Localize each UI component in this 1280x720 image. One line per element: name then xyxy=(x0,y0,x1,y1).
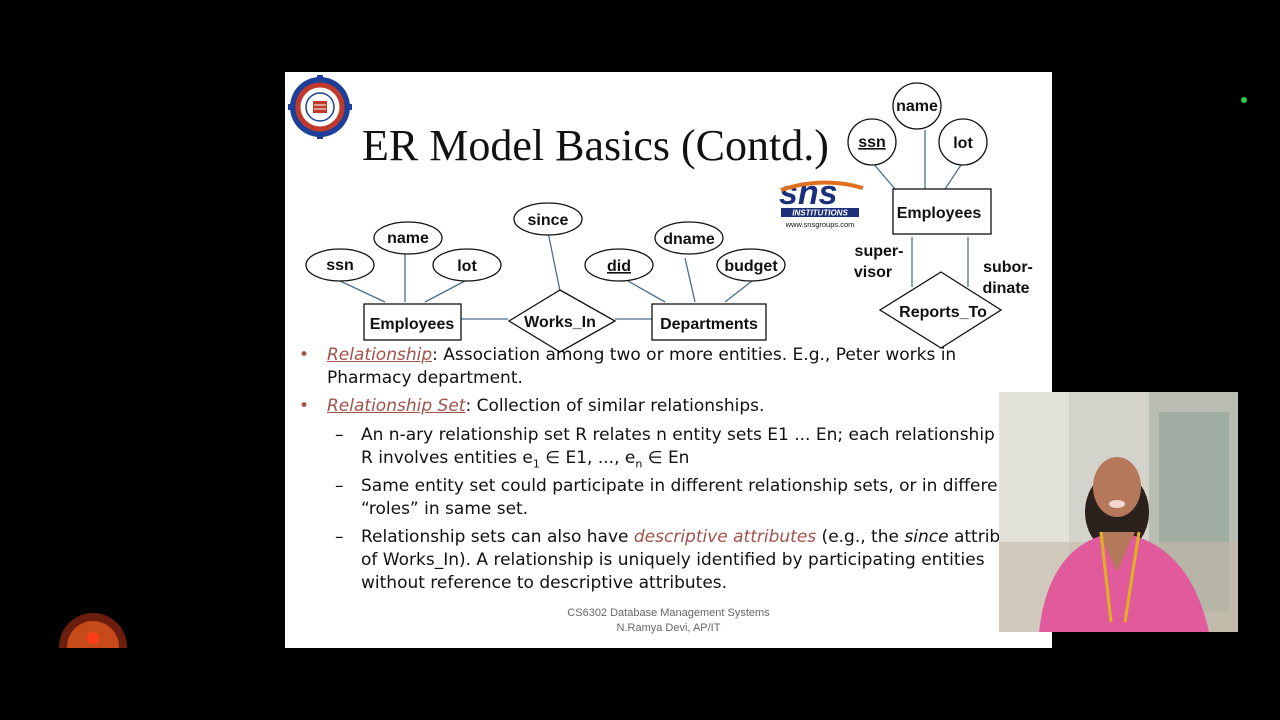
attr2-ssn-label: ssn xyxy=(858,134,886,151)
role-supervisor-line1: super- xyxy=(855,243,904,260)
attr-did-label: did xyxy=(607,258,631,275)
sns-institutions-logo: sns INSTITUTIONS www.snsgroups.com xyxy=(779,174,864,229)
record-button-icon[interactable] xyxy=(58,612,128,648)
role-supervisor-line2: visor xyxy=(854,264,892,281)
presenter-webcam xyxy=(999,392,1238,632)
sub-bullet-descriptive-line3: without reference to descriptive attribu… xyxy=(361,573,728,593)
presentation-slide: ER Model Basics (Contd.) sns INSTITUTION… xyxy=(285,72,1052,648)
role-subordinate-line2: dinate xyxy=(982,280,1029,297)
relationship-works-in-label: Works_In xyxy=(524,314,596,331)
attr-lot-label: lot xyxy=(457,258,477,275)
footer-author: N.Ramya Devi, AP/IT xyxy=(616,622,721,634)
sns-logo-url: www.snsgroups.com xyxy=(785,220,855,229)
term-relationship-set: Relationship Set xyxy=(327,396,466,416)
sub-bullet-descriptive-line2: of Works_In). A relationship is uniquely… xyxy=(361,550,985,570)
attr-name-label: name xyxy=(387,230,429,247)
status-indicator-dot xyxy=(1241,97,1247,103)
slide-footer: CS6302 Database Management Systems N.Ram… xyxy=(285,606,1052,636)
term-descriptive-attributes: descriptive attributes xyxy=(633,527,817,547)
bullet-relationship: • Relationship: Association among two or… xyxy=(299,345,957,365)
attr-ssn-label: ssn xyxy=(326,257,354,274)
presenter-video-frame xyxy=(999,392,1238,632)
attr-since-label: since xyxy=(528,212,569,229)
bullet-relationship-set-text: : Collection of similar relationships. xyxy=(465,396,765,416)
sub-bullet-nary-line1: An n-ary relationship set R relates n en… xyxy=(361,425,1016,445)
entity2-employees-label: Employees xyxy=(897,205,982,222)
sub-bullet-nary-line2: R involves entities e1 ∈ E1, ..., en ∈ E… xyxy=(361,448,690,471)
sub-bullet-descriptive: – Relationship sets can also have descri… xyxy=(335,527,1029,547)
attr2-lot-label: lot xyxy=(953,135,973,152)
entity-employees-label: Employees xyxy=(370,316,455,333)
bullet-relationship-line2: Pharmacy department. xyxy=(327,368,523,388)
college-seal-logo xyxy=(288,75,352,139)
bullet-relationship-set: • Relationship Set: Collection of simila… xyxy=(299,396,765,416)
footer-course: CS6302 Database Management Systems xyxy=(567,607,770,619)
bullet-relationship-text: : Association among two or more entities… xyxy=(432,345,957,365)
relationship-reports-to-label: Reports_To xyxy=(899,304,987,321)
term-relationship: Relationship xyxy=(327,345,433,365)
er-diagram-works-in: ssn name lot since did dname budget Empl… xyxy=(305,82,1033,353)
attr2-name-label: name xyxy=(896,98,938,115)
sub-bullet-roles-line1: Same entity set could participate in dif… xyxy=(361,476,1015,496)
attr-dname-label: dname xyxy=(663,231,715,248)
sns-logo-sub: INSTITUTIONS xyxy=(792,209,848,218)
slide-title: ER Model Basics (Contd.) xyxy=(362,121,829,170)
role-subordinate-line1: subor- xyxy=(983,259,1033,276)
entity-departments-label: Departments xyxy=(660,316,758,333)
sns-logo-text: sns xyxy=(779,174,838,212)
sub-bullet-roles-line2: “roles” in same set. xyxy=(361,499,529,519)
sub-bullet-roles: – Same entity set could participate in d… xyxy=(335,476,1015,496)
sub-bullet-nary: – An n-ary relationship set R relates n … xyxy=(335,425,1016,445)
attr-budget-label: budget xyxy=(724,258,778,275)
